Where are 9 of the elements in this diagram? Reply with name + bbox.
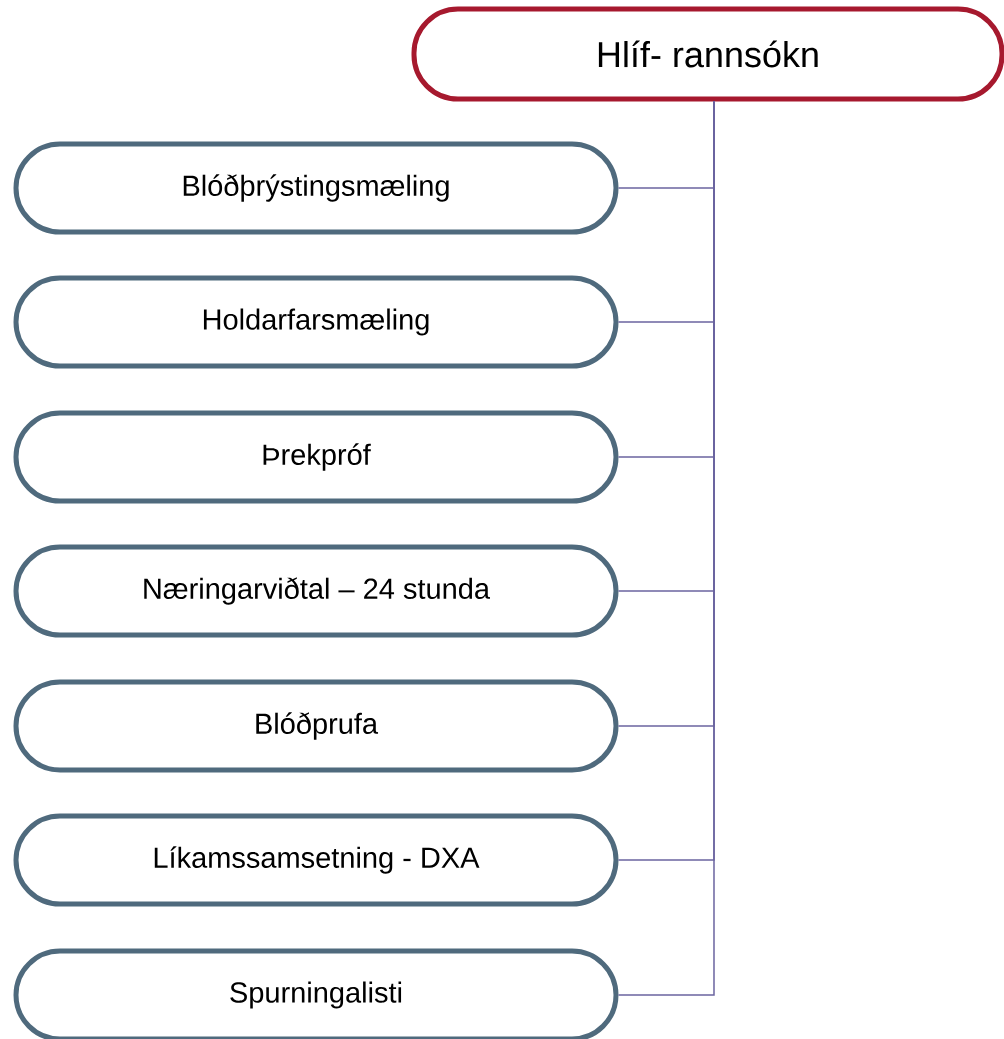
process-box: Næringarviðtal – 24 stunda — [13, 544, 619, 638]
connector-line — [617, 100, 715, 996]
process-box: Líkamssamsetning - DXA — [13, 813, 619, 907]
process-box: Holdarfarsmæling — [13, 275, 619, 369]
title-box: Hlíf- rannsókn — [411, 6, 1004, 102]
process-box: Blóðprufa — [13, 679, 619, 773]
process-box: Spurningalisti — [13, 948, 619, 1039]
process-box: Þrekpróf — [13, 410, 619, 504]
process-box: Blóðþrýstingsmæling — [13, 141, 619, 235]
